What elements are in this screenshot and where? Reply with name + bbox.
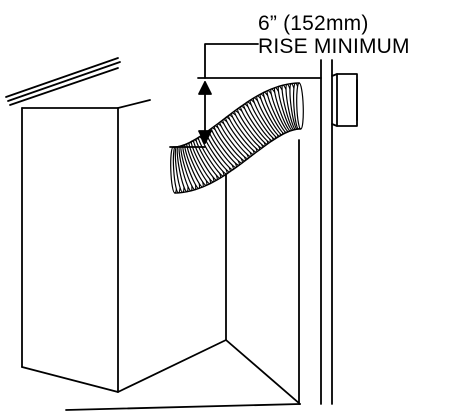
vent-hood [332,74,357,126]
dryer-cabinet [6,58,300,410]
leader-line [205,44,258,78]
wall [299,60,332,404]
floor-line-back [118,340,226,392]
flexible-duct [170,83,304,193]
dryer-top-edge [6,58,118,97]
dryer-front-top [22,100,150,108]
floor-line-bottom [66,404,300,410]
duct-outline-bottom [175,129,301,193]
rise-label-line-2: RISE MINIMUM [258,35,410,58]
floor-line-front [22,367,118,392]
duct-outline-top [173,83,299,147]
rise-dimension [170,44,321,147]
rise-label-line-1: 6” (152mm) [258,12,369,35]
dryer-top-edge-inner-2 [10,68,118,105]
floor-line-side [226,340,300,404]
dryer-top-edge-inner [8,62,120,101]
dimension-arrow-top [199,82,211,94]
vent-hood-flange [332,74,357,126]
dimension-arrow-bottom [199,131,211,143]
